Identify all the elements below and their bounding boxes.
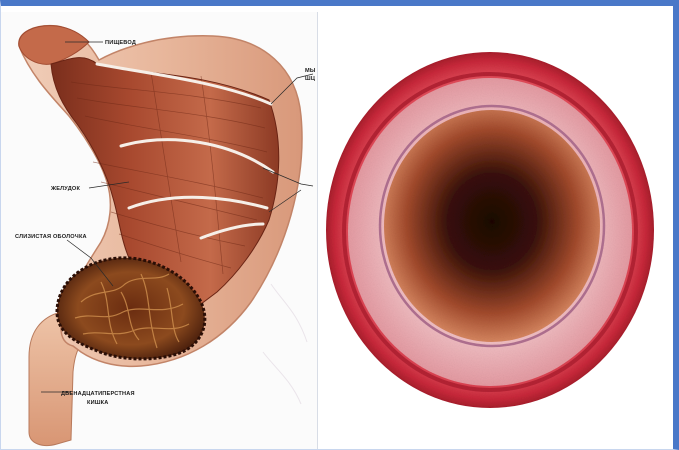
label-layers-fragment-2: ШЦ [305, 76, 316, 82]
label-layers-fragment-1: МЫ [305, 68, 316, 74]
tube-cross-section-panel [318, 12, 667, 449]
label-duodenum-line1: ДВЕНАДЦАТИПЕРСТНАЯ [61, 391, 135, 397]
tube-lumen [384, 110, 600, 342]
stomach-illustration: ПИЩЕВОД МЫ ШЦ ЖЕЛУДОК СЛИЗИСТАЯ ОБОЛОЧКА… [1, 12, 317, 449]
label-duodenum-line2: КИШКА [87, 400, 109, 406]
label-esophagus: ПИЩЕВОД [105, 40, 136, 46]
stomach-illustration-panel: ПИЩЕВОД МЫ ШЦ ЖЕЛУДОК СЛИЗИСТАЯ ОБОЛОЧКА… [1, 12, 317, 449]
tube-cross-section [318, 12, 667, 449]
background-sketch [263, 284, 307, 404]
label-stomach: ЖЕЛУДОК [50, 186, 80, 192]
label-mucosa: СЛИЗИСТАЯ ОБОЛОЧКА [15, 234, 87, 240]
